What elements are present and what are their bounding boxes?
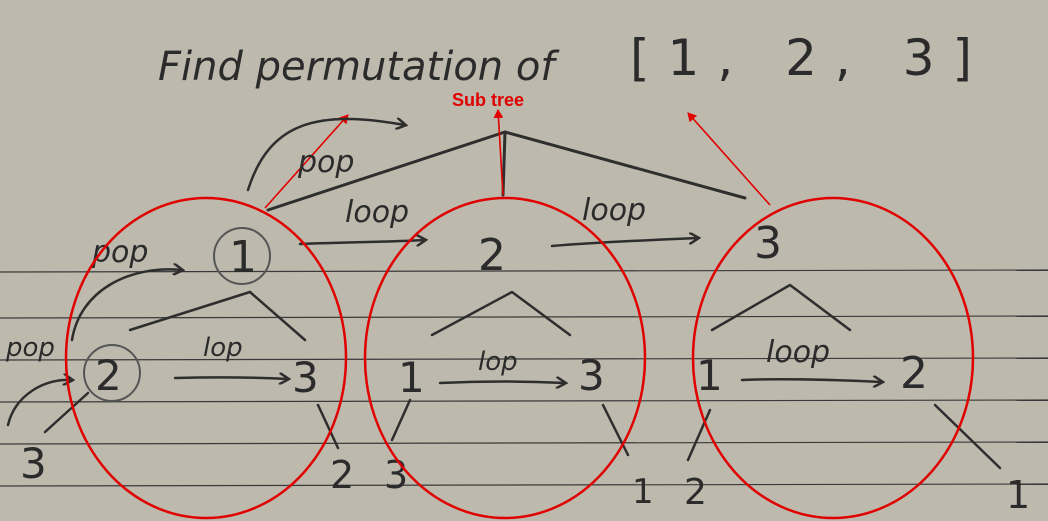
input-list: [1, 2, 3] <box>630 29 990 87</box>
loop-arrow-1-2 <box>298 240 425 244</box>
loop-label-sub3: loop <box>766 335 830 370</box>
sub3-node-1: 1 <box>696 351 723 400</box>
root-node-1: 1 <box>229 232 257 283</box>
subtree-3-branches <box>686 283 1002 470</box>
pop-arrow-top <box>246 119 405 192</box>
subtree-1-ellipse <box>64 196 348 520</box>
root-node-2: 2 <box>478 230 506 281</box>
lop-label-sub1: lop <box>203 333 243 363</box>
sub2-leaf-1: 1 <box>632 472 654 512</box>
subtree-1-branches <box>43 290 340 450</box>
red-pointers <box>264 109 771 209</box>
loop-label-2-3: loop <box>582 193 646 228</box>
subtree-highlights <box>64 196 975 520</box>
subtree-2-branches <box>390 290 630 457</box>
title: Find permutation of <box>158 44 560 90</box>
loop-arrow-2-3 <box>550 238 698 248</box>
sub3-leaf-1: 1 <box>1006 473 1030 517</box>
pop-label-left: pop <box>5 333 55 363</box>
node-1-circle <box>213 227 271 285</box>
sub1-node-2: 2 <box>95 351 122 400</box>
sub3-node-2: 2 <box>900 348 928 399</box>
node-2-circle <box>83 344 141 402</box>
lop-label-sub2: lop <box>478 347 518 377</box>
root-node-3: 3 <box>754 218 782 269</box>
top-level-branches <box>266 130 747 212</box>
lop-arrow-sub2 <box>438 382 565 384</box>
sub1-leaf-3: 3 <box>20 439 47 488</box>
sub2-node-1: 1 <box>398 353 425 402</box>
sub2-node-3: 3 <box>578 351 605 400</box>
subtree-2-ellipse <box>363 196 647 520</box>
loop-arrow-sub3 <box>740 379 882 382</box>
subtree-annotation: Sub tree <box>452 90 524 110</box>
loop-label-1-2: loop <box>345 195 409 230</box>
sub3-leaf-2: 2 <box>684 472 707 513</box>
lop-arrow-sub1 <box>173 377 288 379</box>
pop-arrow-to-2 <box>6 380 72 427</box>
sub1-leaf-2: 2 <box>330 453 354 497</box>
sub1-node-3: 3 <box>292 353 319 402</box>
pop-arrow-to-1 <box>70 269 182 342</box>
subtree-3-ellipse <box>691 196 975 520</box>
pop-label-top: pop <box>297 145 354 180</box>
